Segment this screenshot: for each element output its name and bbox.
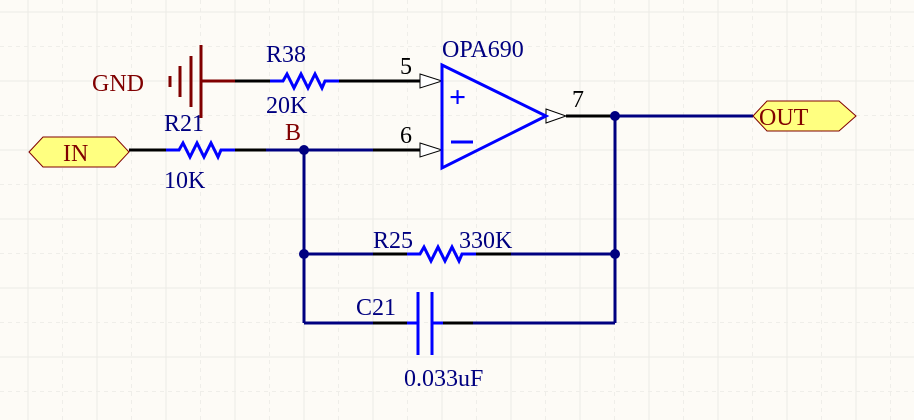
opamp-opa690[interactable]: + OPA690 5 6 7 — [400, 37, 584, 171]
port-out[interactable]: OUT — [752, 100, 857, 132]
r25-body — [407, 243, 476, 265]
resistor-r38[interactable]: R38 20K — [235, 42, 420, 119]
net-label-b[interactable]: B — [285, 120, 301, 146]
r38-value: 20K — [266, 93, 308, 119]
r38-designator: R38 — [266, 42, 306, 68]
junction-r25-right — [610, 249, 620, 259]
pin7-number: 7 — [572, 87, 584, 113]
r21-designator: R21 — [164, 111, 204, 137]
junctions — [299, 111, 620, 259]
resistor-r21[interactable]: R21 10K — [129, 111, 266, 194]
capacitor-c21[interactable]: C21 0.033uF — [356, 292, 483, 392]
opamp-triangle — [440, 62, 550, 171]
junction-out — [610, 111, 620, 121]
port-out-label: OUT — [759, 105, 809, 131]
pin6-arrow — [419, 142, 444, 158]
opamp-plus-symbol: + — [449, 81, 466, 114]
c21-designator: C21 — [356, 295, 396, 321]
r38-body — [270, 70, 339, 92]
r25-designator: R25 — [373, 228, 413, 254]
resistor-r25[interactable]: R25 330K — [373, 228, 513, 265]
gnd-label: GND — [92, 71, 144, 97]
port-in-shape — [28, 136, 130, 168]
junction-b — [299, 145, 309, 155]
pin6-number: 6 — [400, 123, 412, 149]
opamp-designator: OPA690 — [442, 37, 524, 63]
junction-r25-left — [299, 249, 309, 259]
port-out-shape — [752, 100, 857, 132]
gnd-power-symbol[interactable]: GND — [92, 45, 235, 118]
c21-value: 0.033uF — [404, 366, 483, 392]
port-in[interactable]: IN — [28, 136, 130, 168]
pin5-arrow — [419, 73, 444, 89]
pin5-number: 5 — [400, 54, 412, 80]
port-in-label: IN — [63, 141, 88, 167]
r21-value: 10K — [164, 168, 206, 194]
wires — [266, 114, 753, 325]
r25-value: 330K — [459, 228, 513, 254]
r21-body — [166, 139, 235, 161]
